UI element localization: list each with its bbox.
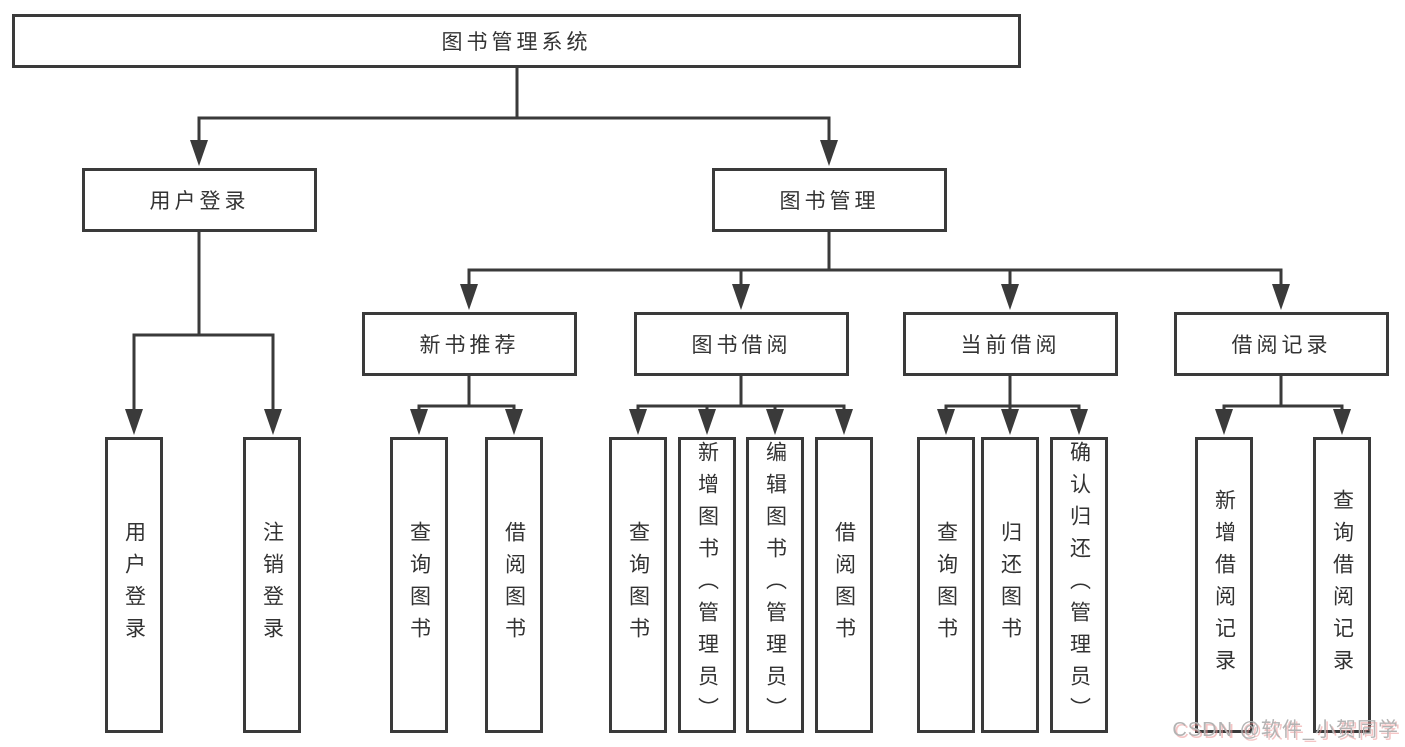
leaf-confirm-return-admin: 确认归还（管理员） bbox=[1050, 437, 1108, 733]
node-label: 借阅记录 bbox=[1231, 334, 1332, 357]
leaf-logout: 注销登录 bbox=[243, 437, 301, 733]
leaf-edit-books-admin: 编辑图书（管理员） bbox=[746, 437, 804, 733]
node-label: 新书推荐 bbox=[419, 334, 520, 357]
leaf-label: 查询图书 bbox=[407, 521, 431, 649]
leaf-borrow-books-borrowing: 借阅图书 bbox=[815, 437, 873, 733]
leaf-add-books-admin: 新增图书（管理员） bbox=[678, 437, 736, 733]
leaf-query-borrow-record: 查询借阅记录 bbox=[1313, 437, 1371, 733]
node-label: 图书管理 bbox=[779, 190, 880, 213]
leaf-label: 编辑图书（管理员） bbox=[763, 441, 787, 729]
leaf-label: 新增图书（管理员） bbox=[695, 441, 719, 729]
node-label: 图书管理系统 bbox=[441, 31, 592, 54]
node-new-book-recommend: 新书推荐 bbox=[362, 312, 577, 376]
csdn-watermark: CSDN @软件_小贺同学 bbox=[1172, 719, 1399, 741]
node-label: 当前借阅 bbox=[960, 334, 1061, 357]
leaf-query-books-borrowing: 查询图书 bbox=[609, 437, 667, 733]
leaf-label: 新增借阅记录 bbox=[1212, 489, 1236, 681]
leaf-user-login: 用户登录 bbox=[105, 437, 163, 733]
leaf-query-books-recommend: 查询图书 bbox=[390, 437, 448, 733]
node-borrowing-records: 借阅记录 bbox=[1174, 312, 1389, 376]
node-label: 图书借阅 bbox=[691, 334, 792, 357]
leaf-query-books-current: 查询图书 bbox=[917, 437, 975, 733]
leaf-label: 查询图书 bbox=[934, 521, 958, 649]
node-book-borrowing: 图书借阅 bbox=[634, 312, 849, 376]
leaf-return-books: 归还图书 bbox=[981, 437, 1039, 733]
leaf-label: 查询借阅记录 bbox=[1330, 489, 1354, 681]
node-library-system: 图书管理系统 bbox=[12, 14, 1021, 68]
leaf-label: 注销登录 bbox=[260, 521, 284, 649]
node-book-management: 图书管理 bbox=[712, 168, 947, 232]
node-label: 用户登录 bbox=[149, 190, 250, 213]
leaf-label: 归还图书 bbox=[998, 521, 1022, 649]
leaf-label: 确认归还（管理员） bbox=[1067, 441, 1091, 729]
leaf-label: 查询图书 bbox=[626, 521, 650, 649]
leaf-label: 借阅图书 bbox=[832, 521, 856, 649]
leaf-label: 借阅图书 bbox=[502, 521, 526, 649]
node-user-login: 用户登录 bbox=[82, 168, 317, 232]
leaf-label: 用户登录 bbox=[122, 521, 146, 649]
leaf-borrow-books-recommend: 借阅图书 bbox=[485, 437, 543, 733]
leaf-add-borrow-record: 新增借阅记录 bbox=[1195, 437, 1253, 733]
node-current-borrowing: 当前借阅 bbox=[903, 312, 1118, 376]
